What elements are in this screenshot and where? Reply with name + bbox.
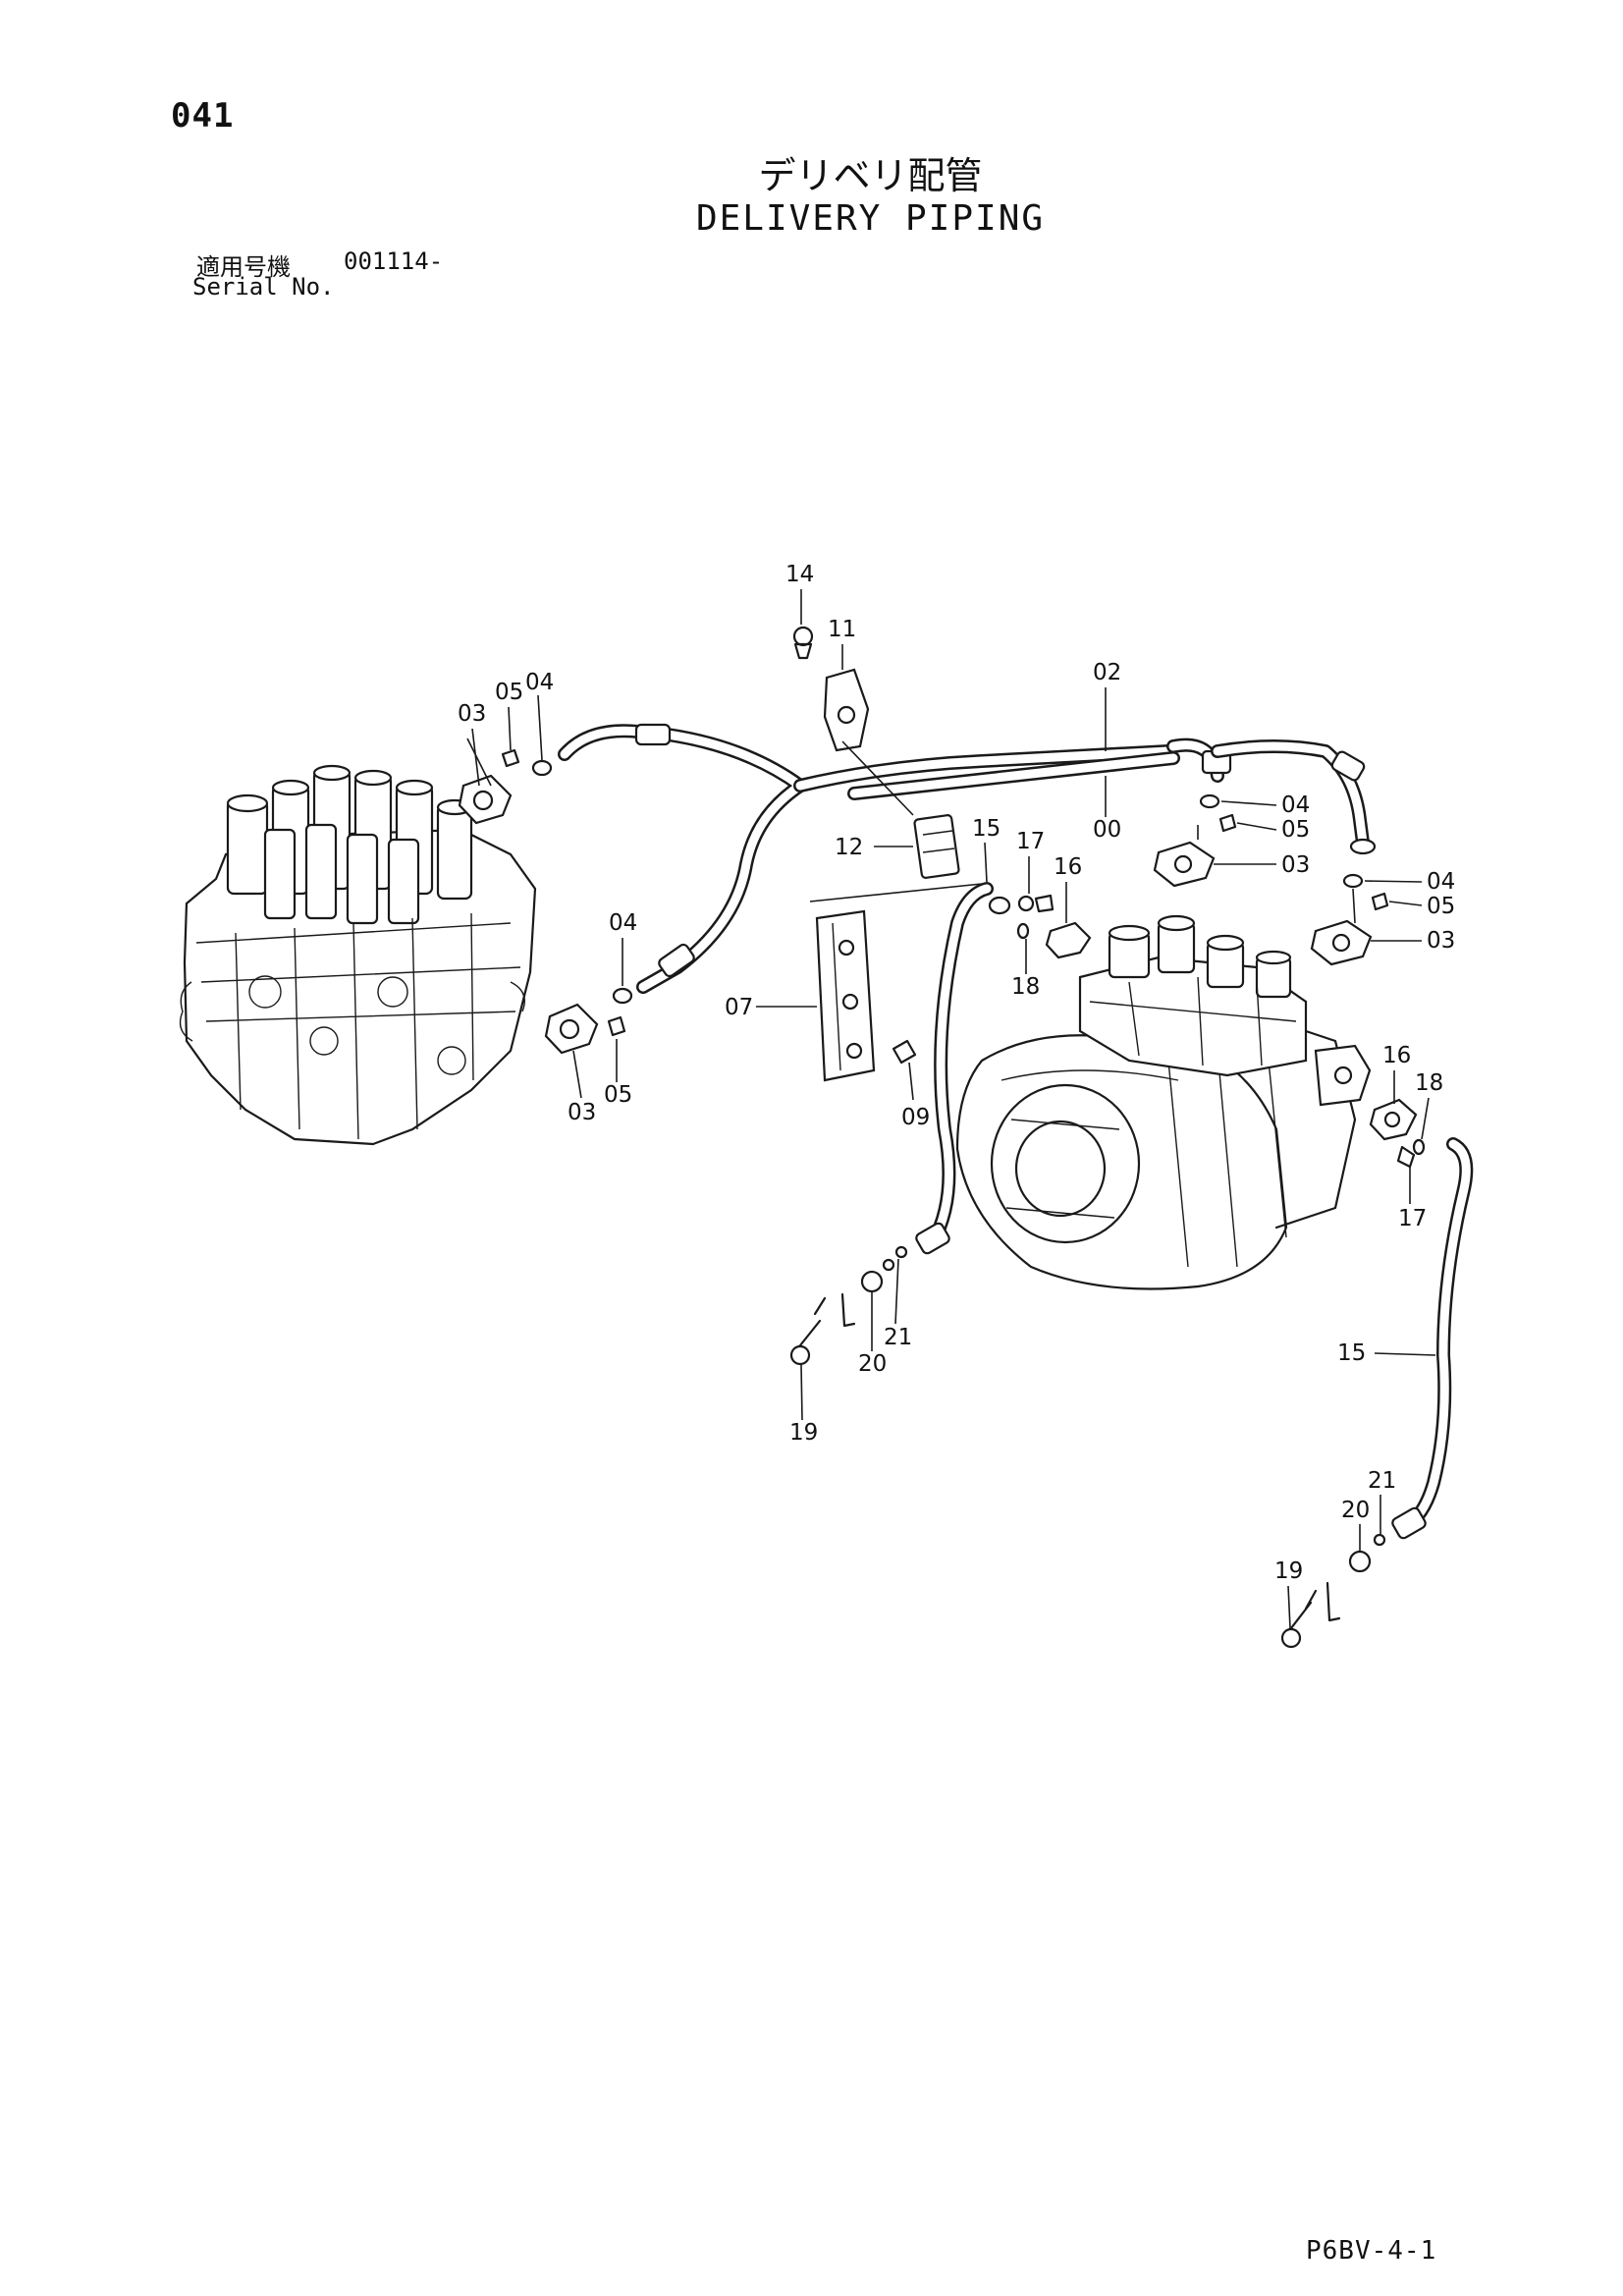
callout-20: 20: [1341, 1498, 1370, 1523]
page-number: 041: [171, 96, 235, 136]
callout-16: 16: [1054, 854, 1082, 880]
callout-labels: 14 11 02 00 03 05 04 12 15 17 16 04 05 0…: [458, 562, 1455, 1584]
split-flange-top-left: [458, 738, 553, 825]
callout-04: 04: [1281, 793, 1310, 818]
callout-15: 15: [972, 816, 1001, 842]
page-code: P6BV-4-1: [1306, 2236, 1437, 2266]
callout-03: 03: [1281, 852, 1310, 878]
callout-00: 00: [1093, 817, 1121, 843]
split-flange-right-upper: [1153, 793, 1237, 888]
callout-17: 17: [1016, 829, 1045, 854]
callout-07: 07: [725, 995, 753, 1020]
leader-lines: [471, 589, 1436, 1629]
callout-03: 03: [1427, 928, 1455, 954]
bracket-07: [809, 883, 983, 1082]
callout-04: 04: [609, 910, 637, 936]
serial-label: Serial No.: [192, 273, 335, 301]
callout-03: 03: [568, 1100, 596, 1125]
callout-19: 19: [1274, 1558, 1303, 1584]
callout-18: 18: [1011, 974, 1040, 1000]
callout-05: 05: [1427, 894, 1455, 919]
callout-15: 15: [1337, 1340, 1366, 1366]
split-flange-bottom-left: [544, 987, 633, 1055]
pump-housing-illustration: [955, 914, 1372, 1290]
callout-02: 02: [1093, 660, 1121, 685]
callout-03: 03: [458, 701, 486, 727]
callout-16: 16: [1382, 1043, 1411, 1068]
callout-05: 05: [1281, 817, 1310, 843]
callout-11: 11: [828, 617, 856, 642]
clamp-assembly: [792, 626, 960, 879]
serial-number-value: 001114-: [344, 247, 444, 275]
callout-18: 18: [1415, 1070, 1443, 1096]
serial-label-japanese: 適用号機: [196, 253, 291, 281]
split-flange-right-lower: [1310, 873, 1389, 966]
control-valve-illustration: [179, 764, 537, 1146]
delivery-hose-02: [558, 723, 1377, 994]
callout-17: 17: [1398, 1206, 1427, 1231]
callout-19: 19: [789, 1420, 818, 1446]
callout-20: 20: [858, 1351, 887, 1377]
callout-05: 05: [495, 680, 523, 705]
callout-04: 04: [525, 670, 554, 695]
drain-hose-right: [1280, 1098, 1474, 1649]
callout-14: 14: [785, 562, 814, 587]
callout-21: 21: [1368, 1468, 1396, 1494]
callout-12: 12: [835, 835, 863, 860]
callout-05: 05: [604, 1082, 632, 1108]
page-title-japanese: デリベリ配管: [758, 154, 983, 197]
drain-hose-left: [789, 882, 1092, 1366]
callout-21: 21: [884, 1325, 912, 1350]
page-title: DELIVERY PIPING: [695, 198, 1046, 239]
callout-04: 04: [1427, 869, 1455, 895]
callout-09: 09: [901, 1105, 930, 1130]
